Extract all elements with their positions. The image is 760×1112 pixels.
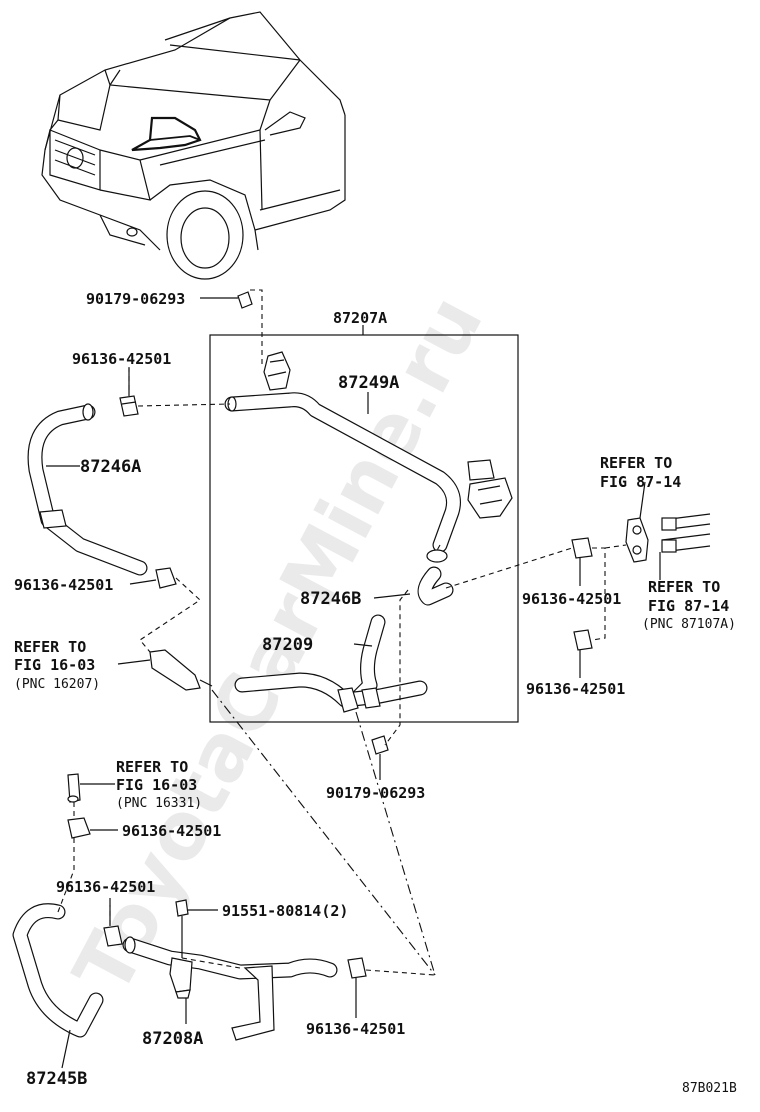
label-hose-clamp-1: 96136-42501 xyxy=(72,350,171,368)
label-refer-16-03b-line1: REFER TO xyxy=(116,758,188,776)
label-refer-16-03b-pnc: (PNC 16331) xyxy=(116,796,202,811)
label-hose-clamp-2: 96136-42501 xyxy=(14,576,113,594)
hose-87209 xyxy=(234,614,428,713)
hose-clamp-4-icon xyxy=(573,629,593,651)
assembly-87207a-box xyxy=(209,334,519,723)
label-refer-87-14b-line2: FIG 87-14 xyxy=(648,597,729,615)
pipe-87208a xyxy=(122,936,338,1041)
label-hose-87209: 87209 xyxy=(262,635,313,655)
label-hose-87249a: 87249A xyxy=(338,373,399,393)
label-hose-clamp-7: 96136-42501 xyxy=(306,1020,405,1038)
pipe-end-16207-icon xyxy=(149,649,213,691)
hose-clamp-7-icon xyxy=(347,957,367,979)
hose-clamp-3-icon xyxy=(571,537,593,559)
label-refer-87-14-line2: FIG 87-14 xyxy=(600,473,681,491)
hose-87245b xyxy=(12,903,104,1038)
label-refer-87-14-line1: REFER TO xyxy=(600,454,672,472)
hose-clamp-2-icon xyxy=(155,567,177,589)
hose-87249a xyxy=(224,392,461,553)
clip-top-icon xyxy=(237,291,253,309)
hose-clamp-6-icon xyxy=(103,925,123,947)
label-hose-87246b: 87246B xyxy=(300,589,361,609)
label-pipe-87208a: 87208A xyxy=(142,1029,203,1049)
bolt-icon xyxy=(175,899,189,958)
label-hose-clamp-6: 96136-42501 xyxy=(56,878,155,896)
label-bolt-91551: 91551-80814(2) xyxy=(222,902,348,920)
label-clip-bottom: 90179-06293 xyxy=(326,784,425,802)
hose-87246a xyxy=(27,403,148,576)
label-refer-87-14b-pnc: (PNC 87107A) xyxy=(642,617,736,632)
bracket-clip-right xyxy=(467,459,513,519)
label-clip-top: 90179-06293 xyxy=(86,290,185,308)
label-hose-clamp-4: 96136-42501 xyxy=(526,680,625,698)
pipe-end-16331-icon xyxy=(67,773,81,803)
label-refer-87-14b-line1: REFER TO xyxy=(648,578,720,596)
label-refer-16-03-line1: REFER TO xyxy=(14,638,86,656)
hose-clamp-5-icon xyxy=(67,817,91,839)
bracket-clip-upper xyxy=(263,351,291,391)
label-hose-clamp-5: 96136-42501 xyxy=(122,822,221,840)
hose-clamp-1-icon xyxy=(119,395,139,417)
label-refer-16-03-pnc: (PNC 16207) xyxy=(14,677,100,692)
figure-code: 87B021B xyxy=(682,1081,737,1096)
label-hose-clamp-3: 96136-42501 xyxy=(522,590,621,608)
label-refer-16-03-line2: FIG 16-03 xyxy=(14,656,95,674)
heater-union-icon xyxy=(625,513,711,563)
label-hose-87245b: 87245B xyxy=(26,1069,87,1089)
hose-87246b xyxy=(417,549,454,606)
label-assembly-87207a: 87207A xyxy=(333,309,387,327)
clip-bottom-icon xyxy=(371,735,389,755)
label-hose-87246a: 87246A xyxy=(80,457,141,477)
label-refer-16-03b-line2: FIG 16-03 xyxy=(116,776,197,794)
vehicle-illustration xyxy=(41,11,346,280)
